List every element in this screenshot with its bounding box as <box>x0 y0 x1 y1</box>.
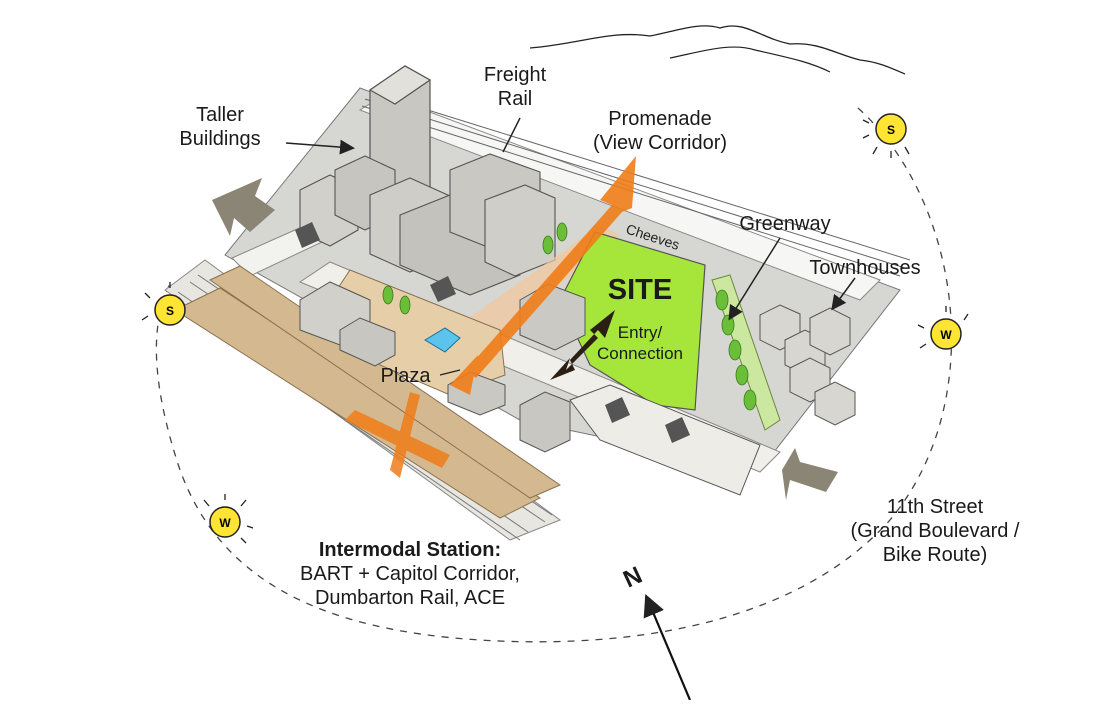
site-label: SITE <box>607 274 673 306</box>
sun-icon: W <box>203 494 254 544</box>
promenade-label: Promenade (View Corridor) <box>592 108 728 154</box>
plaza-area <box>329 269 506 396</box>
taller-buildings-leader <box>285 139 355 155</box>
townhouses-leader <box>831 277 856 311</box>
sun-letter: S <box>887 123 895 137</box>
sun-icon: S <box>862 113 910 158</box>
southeast-arrow <box>782 448 838 500</box>
promenade-arrow <box>450 156 636 395</box>
plaza-leader <box>439 369 461 376</box>
intermodal-station-label: Intermodal Station: BART + Capitol Corri… <box>300 539 520 609</box>
sun-letter: W <box>940 328 952 342</box>
townhouses <box>759 304 856 426</box>
sun-letter: W <box>219 516 231 530</box>
townhouses-label: Townhouses <box>809 257 921 279</box>
plaza-fountain <box>424 327 461 353</box>
station-platforms <box>173 265 562 519</box>
sun-letter: S <box>166 304 174 318</box>
entry-connection-label: Entry/ Connection <box>596 323 683 363</box>
north-arrow <box>643 593 692 701</box>
sun-icon: S <box>141 282 186 326</box>
freight-rail-leader <box>502 117 521 153</box>
freight-rail-label: Freight Rail <box>483 64 547 110</box>
mountain-sketch <box>529 25 906 75</box>
road-dashes <box>295 222 690 443</box>
eleventh-street-label: 11th Street (Grand Boulevard / Bike Rout… <box>850 496 1020 566</box>
greenway-leader <box>728 237 781 321</box>
sun-icon: W <box>917 306 969 350</box>
entry-arrow <box>550 310 615 380</box>
mountain-sketch <box>669 46 831 73</box>
station-connection-cross <box>345 392 450 478</box>
northwest-arrow <box>212 178 275 236</box>
greenway-label: Greenway <box>739 213 831 235</box>
plaza-label: Plaza <box>380 365 431 387</box>
taller-buildings-label: Taller Buildings <box>179 104 261 150</box>
